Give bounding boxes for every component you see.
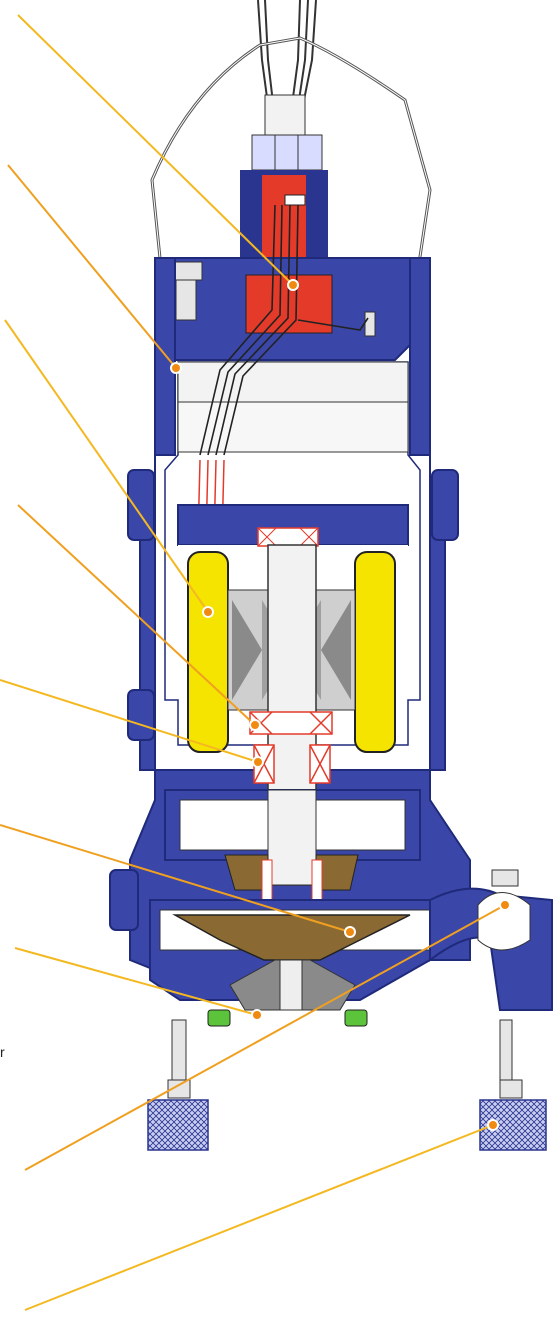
callout-dot-9 bbox=[487, 1119, 499, 1131]
upper-bearing bbox=[257, 527, 319, 547]
wear-ring-seals bbox=[207, 1009, 368, 1027]
lower-bearings bbox=[249, 711, 333, 784]
callout-dot-8 bbox=[499, 899, 511, 911]
callout-leader-4 bbox=[17, 504, 256, 726]
callout-leader-9 bbox=[24, 1124, 494, 1311]
callout-leader-3 bbox=[4, 319, 209, 613]
callout-leader-8 bbox=[24, 904, 506, 1171]
callout-dot-1 bbox=[287, 279, 299, 291]
callout-dot-7 bbox=[251, 1009, 263, 1021]
callout-leader-1 bbox=[17, 14, 294, 286]
stator-windings bbox=[187, 551, 396, 753]
callout-leader-lines bbox=[0, 14, 511, 1311]
support-legs bbox=[167, 1019, 523, 1099]
callout-dot-4 bbox=[249, 719, 261, 731]
foot-pads bbox=[147, 1099, 547, 1151]
callout-dot-3 bbox=[202, 606, 214, 618]
housing-flanges bbox=[109, 469, 459, 931]
callout-dot-5 bbox=[252, 756, 264, 768]
internal-leads bbox=[199, 204, 369, 456]
callout-dot-2 bbox=[170, 362, 182, 374]
callout-leader-6 bbox=[0, 824, 351, 933]
callout-dot-6 bbox=[344, 926, 356, 938]
callout-leader-2 bbox=[7, 164, 177, 369]
callout-leader-7 bbox=[14, 947, 258, 1016]
callout-leader-5 bbox=[0, 679, 259, 763]
callout-label-fragment: r bbox=[0, 1044, 5, 1060]
